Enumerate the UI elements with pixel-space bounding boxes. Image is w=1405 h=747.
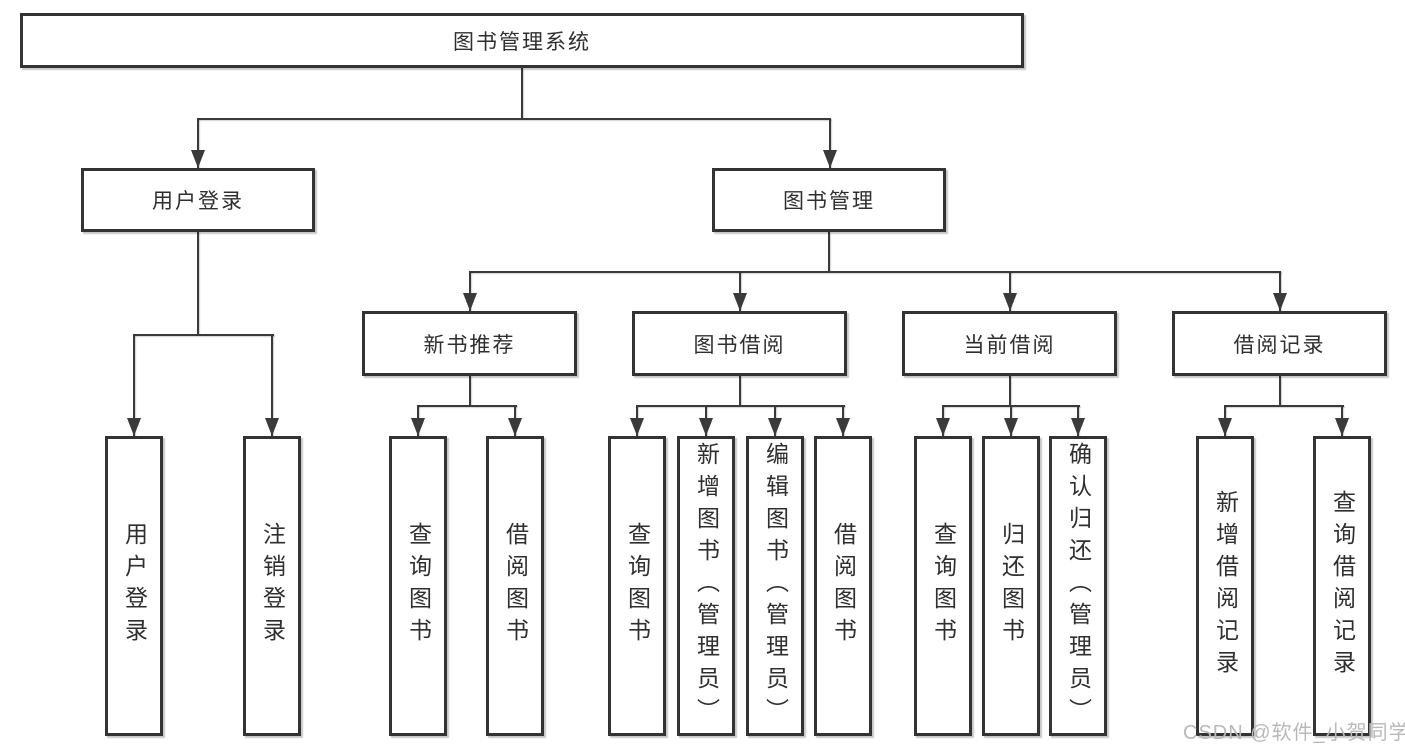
node-user-login: 用户登录	[81, 168, 315, 232]
leaf-label: 查询图书	[930, 522, 957, 650]
leaf-label: 借阅图书	[830, 522, 857, 650]
leaf-label: 查询图书	[624, 522, 651, 650]
leaf-query-books-current: 查询图书	[914, 436, 972, 736]
leaf-label: 确认归还（管理员）	[1065, 442, 1092, 730]
leaf-query-books-borrow: 查询图书	[608, 436, 666, 736]
node-new-book-recommend-label: 新书推荐	[423, 333, 516, 357]
leaf-confirm-return-admin: 确认归还（管理员）	[1049, 436, 1107, 736]
arrowhead-down-icon	[1010, 405, 1012, 436]
node-book-borrow-label: 图书借阅	[693, 333, 786, 357]
arrowhead-down-icon	[1009, 271, 1011, 311]
arrowhead-down-icon	[829, 118, 831, 168]
leaf-label: 归还图书	[998, 522, 1025, 650]
node-current-borrow: 当前借阅	[902, 311, 1117, 376]
node-new-book-recommend: 新书推荐	[362, 311, 577, 376]
connector-line	[134, 334, 274, 336]
leaf-add-book-admin: 新增图书（管理员）	[677, 436, 735, 736]
arrowhead-down-icon	[942, 405, 944, 436]
leaf-label: 编辑图书（管理员）	[762, 442, 789, 730]
leaf-query-books-recommend: 查询图书	[389, 436, 447, 736]
connector-line	[637, 405, 845, 407]
arrowhead-down-icon	[739, 271, 741, 311]
leaf-logout: 注销登录	[243, 436, 301, 736]
node-root: 图书管理系统	[20, 13, 1024, 68]
leaf-query-borrow-record: 查询借阅记录	[1313, 436, 1371, 736]
leaf-borrow-books: 借阅图书	[814, 436, 872, 736]
arrowhead-down-icon	[1224, 405, 1226, 436]
leaf-label: 注销登录	[259, 522, 286, 650]
leaf-label: 新增图书（管理员）	[693, 442, 720, 730]
connector-line	[197, 232, 199, 334]
leaf-label: 借阅图书	[502, 522, 529, 650]
leaf-label: 用户登录	[121, 522, 148, 650]
arrowhead-down-icon	[133, 334, 135, 436]
connector-line	[828, 232, 830, 271]
node-user-login-label: 用户登录	[152, 190, 244, 213]
node-book-borrow: 图书借阅	[632, 311, 847, 376]
connector-line	[1279, 376, 1281, 405]
arrowhead-down-icon	[514, 405, 516, 436]
arrowhead-down-icon	[774, 405, 776, 436]
node-borrow-records: 借阅记录	[1172, 311, 1387, 376]
leaf-label: 查询图书	[405, 522, 432, 650]
arrowhead-down-icon	[1279, 271, 1281, 311]
leaf-user-login: 用户登录	[105, 436, 163, 736]
arrowhead-down-icon	[1077, 405, 1079, 436]
leaf-label: 查询借阅记录	[1329, 490, 1356, 682]
connector-line	[418, 405, 517, 407]
leaf-add-borrow-record: 新增借阅记录	[1196, 436, 1254, 736]
arrowhead-down-icon	[705, 405, 707, 436]
arrowhead-down-icon	[1341, 405, 1343, 436]
connector-line	[470, 271, 1281, 273]
connector-line	[1009, 376, 1011, 405]
leaf-return-book: 归还图书	[982, 436, 1040, 736]
connector-line	[198, 118, 831, 120]
leaf-borrow-books-recommend: 借阅图书	[486, 436, 544, 736]
arrowhead-down-icon	[842, 405, 844, 436]
connector-line	[1225, 405, 1344, 407]
node-current-borrow-label: 当前借阅	[963, 333, 1056, 357]
node-book-management-label: 图书管理	[783, 190, 875, 213]
node-book-management: 图书管理	[712, 168, 946, 232]
arrowhead-down-icon	[469, 271, 471, 311]
arrowhead-down-icon	[417, 405, 419, 436]
connector-line	[739, 376, 741, 405]
watermark: CSDN @软件_小贺同学	[1183, 722, 1405, 744]
node-borrow-records-label: 借阅记录	[1233, 333, 1326, 357]
connector-line	[521, 68, 523, 118]
leaf-label: 新增借阅记录	[1212, 490, 1239, 682]
leaf-edit-book-admin: 编辑图书（管理员）	[746, 436, 804, 736]
arrowhead-down-icon	[271, 334, 273, 436]
node-root-label: 图书管理系统	[453, 30, 591, 54]
connector-line	[469, 376, 471, 405]
arrowhead-down-icon	[636, 405, 638, 436]
arrowhead-down-icon	[197, 118, 199, 168]
